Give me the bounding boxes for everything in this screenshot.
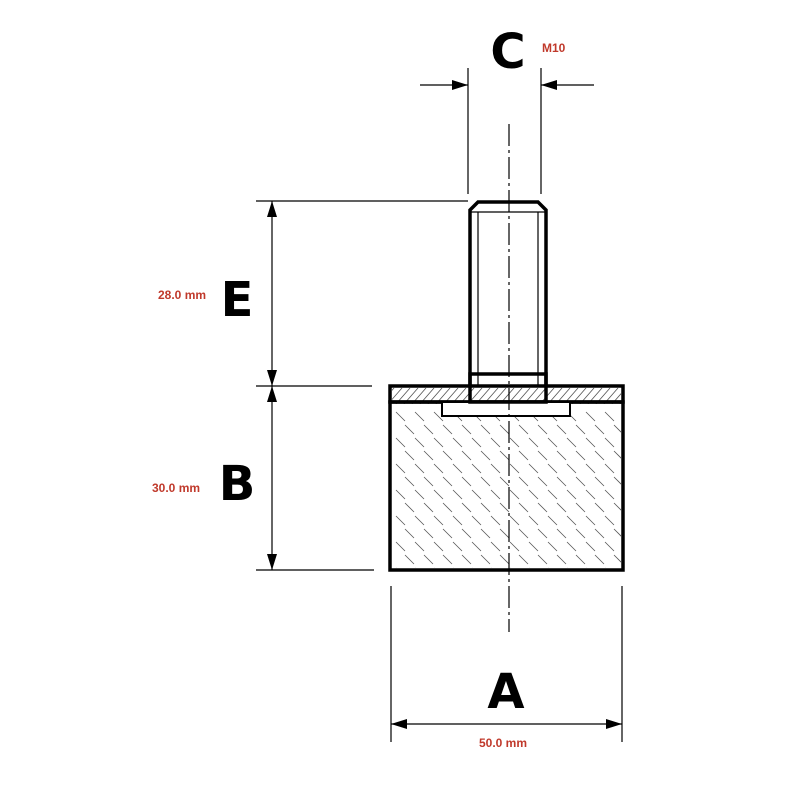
- dimension-e: [256, 200, 468, 387]
- top-plate: [388, 384, 625, 404]
- dim-e-value: 28.0 mm: [158, 288, 206, 302]
- rubber-hatching: [395, 411, 621, 568]
- dim-c-letter: C: [490, 24, 525, 80]
- dimension-a: [390, 586, 623, 742]
- threaded-stud: [468, 200, 548, 404]
- dim-b-value: 30.0 mm: [152, 481, 200, 495]
- dim-a-letter: A: [487, 664, 524, 720]
- dim-e-letter: E: [221, 272, 254, 328]
- rubber-body: [388, 400, 625, 572]
- embedded-washer: [441, 401, 571, 417]
- dim-c-value: M10: [542, 41, 566, 55]
- dim-a-value: 50.0 mm: [479, 736, 527, 750]
- dimension-c: [420, 68, 594, 194]
- dim-b-letter: B: [219, 456, 256, 512]
- dimension-b: [256, 386, 374, 571]
